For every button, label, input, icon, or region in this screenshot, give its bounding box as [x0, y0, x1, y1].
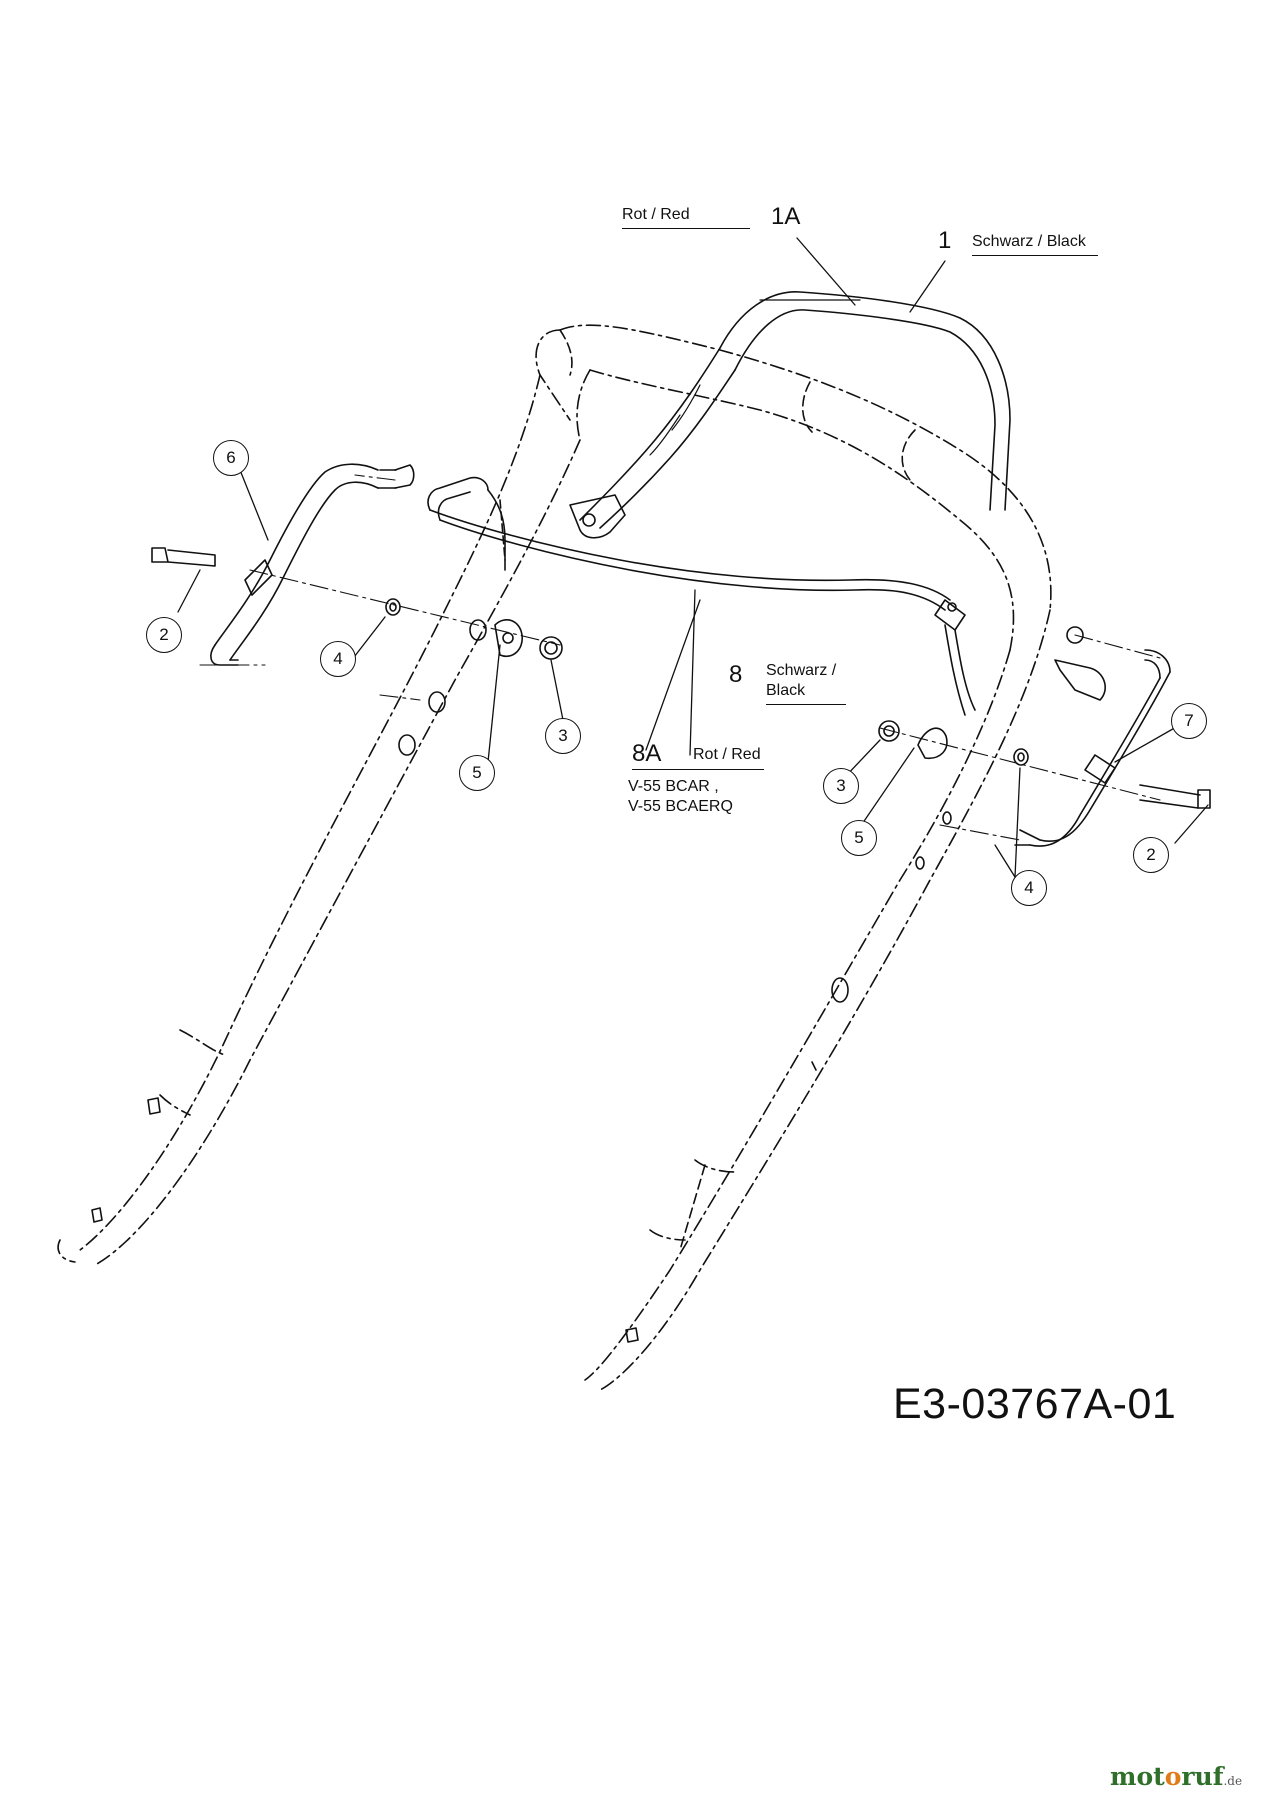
lower-bar-part-8: [427, 476, 976, 716]
assembly-axes: [199, 474, 1161, 841]
callout-5-left: 5: [459, 755, 495, 791]
label-part-1-color-text: Schwarz / Black: [972, 233, 1086, 250]
label-part-8A-models-line1: V-55 BCAR ,: [628, 778, 719, 795]
callout-7: 7: [1171, 703, 1207, 739]
label-part-8A-text: 8A: [632, 740, 662, 767]
callout-5-right: 5: [841, 820, 877, 856]
callout-4-right: 4: [1011, 870, 1047, 906]
label-part-8-color: Black: [766, 682, 846, 705]
label-part-1A: 1A: [771, 203, 801, 230]
callout-6: 6: [213, 440, 249, 476]
tube-details: [91, 1061, 817, 1343]
watermark-brand-prefix: mot: [1110, 1762, 1165, 1791]
watermark-brand-suffix: ruf: [1181, 1762, 1224, 1791]
left-cable-guide-part-6: [210, 463, 415, 666]
label-part-1A-color-text: Rot / Red: [622, 206, 690, 223]
callout-3-right: 3: [823, 768, 859, 804]
right-cable-guide-part-7: [1014, 649, 1171, 847]
label-part-8: 8: [729, 661, 743, 688]
leader-lines: [177, 237, 1209, 878]
left-hardware: [151, 547, 563, 756]
watermark-tld: .de: [1223, 1774, 1243, 1788]
label-part-8-color-line1: Schwarz /: [766, 662, 837, 679]
upper-handle-part-1: [569, 291, 1011, 539]
callout-3-left: 3: [545, 718, 581, 754]
label-part-8A-models-line2: V-55 BCAERQ: [628, 798, 733, 815]
right-hardware: [831, 626, 1211, 1003]
motoruf-watermark-logo: motoruf.de: [1110, 1762, 1242, 1791]
label-part-8A: 8A: [632, 740, 764, 771]
label-part-1A-color: Rot / Red: [622, 206, 750, 229]
main-handle-frame: [57, 324, 1052, 1391]
drawing-code: E3-03767A-01: [893, 1380, 1177, 1428]
label-part-1-color: Schwarz / Black: [972, 233, 1098, 256]
callout-4-left: 4: [320, 641, 356, 677]
label-part-8-color-line2: Black: [766, 682, 806, 699]
label-part-8A-color: Rot / Red: [693, 746, 761, 763]
callout-2-right: 2: [1133, 837, 1169, 873]
frame-seams: [559, 329, 916, 1251]
watermark-brand-o: o: [1164, 1762, 1182, 1791]
callout-2-left: 2: [146, 617, 182, 653]
label-part-1: 1: [938, 227, 952, 254]
